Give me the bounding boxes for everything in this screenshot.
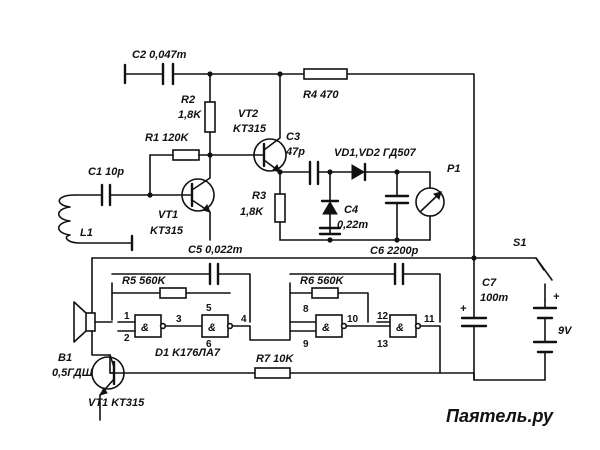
label-r7: R7 10K bbox=[256, 353, 294, 365]
label-c4-value: 0,22m bbox=[337, 219, 368, 231]
pin-12: 12 bbox=[377, 311, 389, 322]
label-battery-voltage: 9V bbox=[558, 325, 573, 337]
label-c7-value: 100m bbox=[480, 292, 508, 304]
diode-vd1 bbox=[329, 162, 431, 182]
resistor-r3 bbox=[274, 193, 286, 241]
gate-2-symbol: & bbox=[208, 322, 216, 334]
label-r5: R5 560K bbox=[122, 275, 166, 287]
capacitor-c3 bbox=[279, 160, 331, 186]
label-vd: VD1,VD2 ГД507 bbox=[334, 147, 417, 159]
label-vt1-type: KT315 bbox=[150, 225, 184, 237]
resistor-r4 bbox=[303, 68, 348, 80]
label-vt2-name: VT2 bbox=[238, 108, 258, 120]
pin-2: 2 bbox=[124, 333, 130, 344]
resistor-r5 bbox=[111, 282, 231, 321]
inductor-l1 bbox=[57, 194, 134, 252]
label-b1-value: 0,5ГДШ bbox=[52, 367, 93, 379]
gate-4-symbol: & bbox=[396, 322, 404, 334]
capacitor-c1 bbox=[74, 154, 193, 207]
label-c5: C5 0,022m bbox=[188, 244, 243, 256]
capacitor-c7 bbox=[460, 257, 488, 381]
label-c2: C2 0,047m bbox=[132, 49, 187, 61]
resistor-r6 bbox=[289, 287, 369, 323]
transistor-vt1 bbox=[181, 154, 215, 241]
pin-9: 9 bbox=[303, 339, 309, 350]
wire-gate-link bbox=[249, 282, 317, 341]
diode-vd2 bbox=[320, 171, 340, 235]
pin-1: 1 bbox=[124, 311, 130, 322]
resistor-r1 bbox=[149, 149, 211, 161]
label-l1: L1 bbox=[80, 227, 93, 239]
label-r4: R4 470 bbox=[303, 89, 339, 101]
wire-ground-top bbox=[279, 237, 431, 243]
capacitor-c4 bbox=[318, 226, 342, 236]
pin-4: 4 bbox=[241, 314, 247, 325]
label-d1: D1 K176ЛА7 bbox=[155, 347, 221, 359]
label-vt2-type: KT315 bbox=[233, 123, 267, 135]
pin-6: 6 bbox=[206, 339, 212, 350]
resistor-r7 bbox=[254, 367, 291, 379]
pin-10: 10 bbox=[347, 314, 359, 325]
gate-1-symbol: & bbox=[141, 322, 149, 334]
battery bbox=[532, 299, 558, 381]
label-s1: S1 bbox=[513, 237, 526, 249]
label-r1: R1 120K bbox=[145, 132, 189, 144]
label-c3-name: C3 bbox=[286, 131, 300, 143]
pin-8: 8 bbox=[303, 304, 309, 315]
pin-5: 5 bbox=[206, 303, 212, 314]
label-r2-name: R2 bbox=[181, 94, 195, 106]
gate-3-symbol: & bbox=[322, 322, 330, 334]
pin-13: 13 bbox=[377, 339, 389, 350]
label-c7-name: C7 bbox=[482, 277, 497, 289]
capacitor-c6b bbox=[289, 262, 441, 323]
label-c3-value: 47p bbox=[285, 146, 305, 158]
label-c4-name: C4 bbox=[344, 204, 358, 216]
label-r2-value: 1,8K bbox=[178, 109, 202, 121]
gate-2 bbox=[201, 314, 251, 338]
label-r6: R6 560K bbox=[300, 275, 344, 287]
capacitor-c5 bbox=[111, 262, 251, 323]
pin-11: 11 bbox=[424, 314, 435, 325]
transistor-vt-out bbox=[91, 354, 125, 408]
gate-1 bbox=[117, 314, 203, 338]
label-b1-name: B1 bbox=[58, 352, 72, 364]
gate-3 bbox=[315, 314, 391, 338]
resistor-r2 bbox=[204, 73, 216, 156]
label-vt1-name: VT1 bbox=[158, 209, 178, 221]
speaker-b1 bbox=[73, 301, 113, 356]
pin-3: 3 bbox=[176, 314, 182, 325]
switch-s1 bbox=[535, 257, 553, 301]
meter-p1 bbox=[415, 171, 445, 241]
label-battery-plus: + bbox=[553, 291, 560, 303]
label-c7-plus: + bbox=[460, 303, 467, 315]
label-r3-value: 1,8K bbox=[240, 206, 264, 218]
watermark: Паятель.ру bbox=[446, 406, 554, 426]
label-vt-out: VT1 KT315 bbox=[88, 397, 145, 409]
capacitor-c6 bbox=[384, 171, 410, 241]
label-p1: P1 bbox=[447, 163, 460, 175]
gate-4 bbox=[389, 314, 441, 374]
label-c6: C6 2200p bbox=[370, 245, 419, 257]
label-c1: C1 10p bbox=[88, 166, 124, 178]
capacitor-c2 bbox=[161, 62, 175, 86]
transistor-vt2 bbox=[209, 73, 287, 205]
label-r3-name: R3 bbox=[252, 190, 266, 202]
